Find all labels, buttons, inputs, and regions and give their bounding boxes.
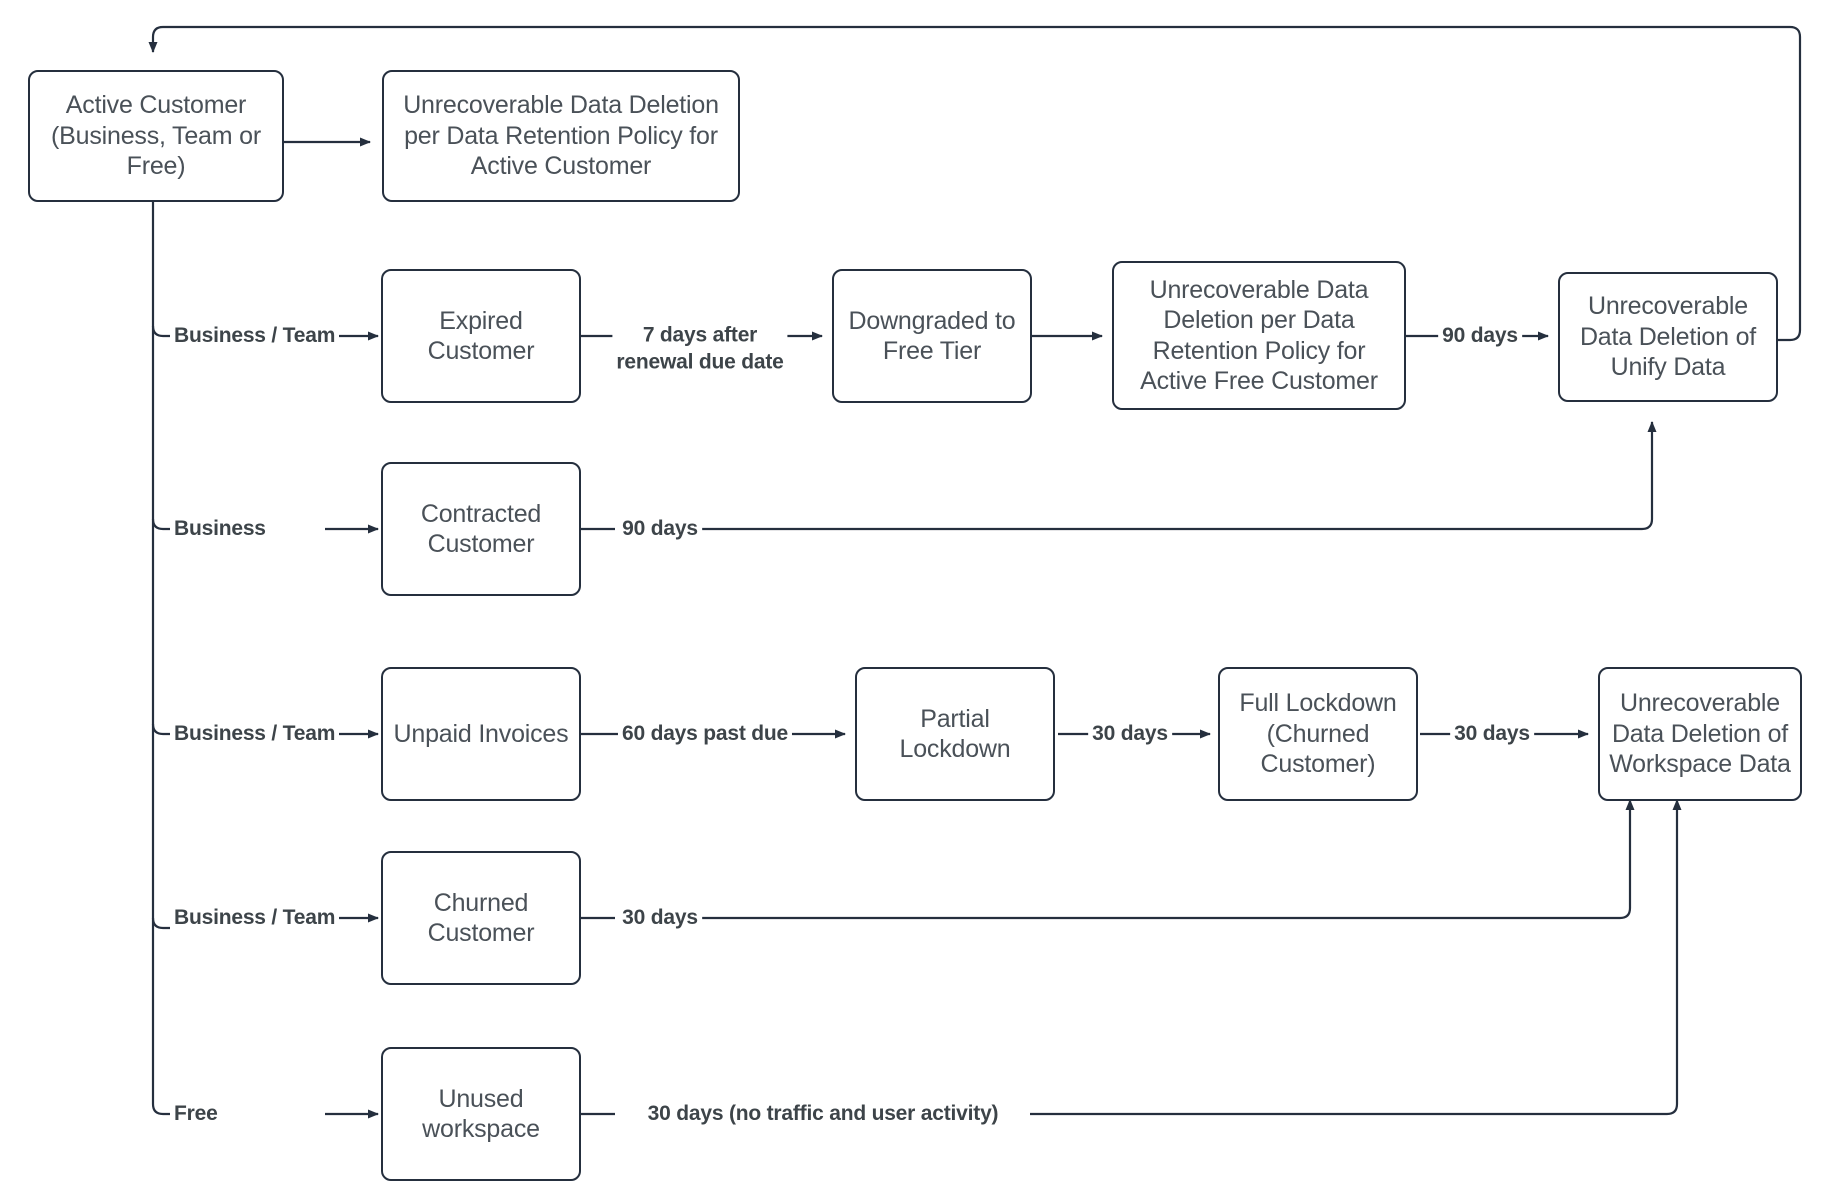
edge-churned-to-workspace [700, 799, 1635, 920]
node-label: Unrecoverable Data Deletion per Data Ret… [1140, 275, 1378, 396]
edge-label-business-contracted: Business [170, 517, 270, 541]
edge-label-text: 7 days after renewal due date [616, 323, 784, 374]
edge-label-text: 30 days [1092, 722, 1168, 745]
node-label: Downgraded to Free Tier [848, 306, 1016, 366]
node-label: Unrecoverable Data Deletion of Unify Dat… [1579, 292, 1757, 382]
edge-label-text: 30 days [622, 906, 698, 929]
edge-label-free-unused: Free [170, 1102, 222, 1126]
node-churned-customer[interactable]: Churned Customer [381, 851, 581, 985]
node-expired-customer[interactable]: Expired Customer [381, 269, 581, 403]
edge-label-text: 60 days past due [621, 722, 789, 745]
edge-label-text: 90 days [1442, 324, 1518, 347]
edge-label-90-days-unify: 90 days [1438, 324, 1522, 348]
node-contracted-customer[interactable]: Contracted Customer [381, 462, 581, 596]
edge-label-business-team-expired: Business / Team [170, 324, 340, 348]
edge-label-30-days-partial: 30 days [1088, 722, 1172, 746]
node-label: Unpaid Invoices [393, 719, 569, 748]
node-unrecoverable-unify-data[interactable]: Unrecoverable Data Deletion of Unify Dat… [1558, 272, 1778, 402]
node-unrecoverable-workspace-data[interactable]: Unrecoverable Data Deletion of Workspace… [1598, 667, 1802, 801]
edge-label-text: Business / Team [174, 906, 336, 929]
node-downgraded-to-free-tier[interactable]: Downgraded to Free Tier [832, 269, 1032, 403]
edge-label-30-days-churned: 30 days [618, 906, 702, 930]
edge-label-text: Business / Team [174, 722, 336, 745]
node-label: Partial Lockdown [899, 704, 1011, 764]
edge-label-text: 30 days [1454, 722, 1530, 745]
edge-label-90-days-contracted: 90 days [618, 517, 702, 541]
edge-label-text: 30 days (no traffic and user activity) [647, 1102, 999, 1125]
edge-label-60-days-past-due: 60 days past due [617, 722, 793, 746]
edge-label-30-days-no-traffic: 30 days (no traffic and user activity) [643, 1102, 1003, 1126]
edge-unused-to-workspace [1030, 799, 1682, 1116]
node-partial-lockdown[interactable]: Partial Lockdown [855, 667, 1055, 801]
edge-label-business-team-churned: Business / Team [170, 906, 340, 930]
node-unrecoverable-free-customer[interactable]: Unrecoverable Data Deletion per Data Ret… [1112, 261, 1406, 410]
edge-contracted-to-unify [700, 421, 1657, 531]
node-label: Contracted Customer [420, 499, 542, 559]
node-label: Active Customer (Business, Team or Free) [51, 91, 261, 181]
node-label: Unrecoverable Data Deletion of Workspace… [1609, 689, 1791, 779]
node-label: Full Lockdown (Churned Customer) [1239, 689, 1397, 779]
node-label: Churned Customer [427, 888, 535, 948]
node-label: Unused workspace [422, 1084, 540, 1144]
node-active-customer[interactable]: Active Customer (Business, Team or Free) [28, 70, 284, 202]
node-label: Expired Customer [427, 306, 535, 366]
node-full-lockdown-churned[interactable]: Full Lockdown (Churned Customer) [1218, 667, 1418, 801]
edge-label-text: Business [174, 517, 266, 540]
edge-label-text: Free [174, 1102, 218, 1125]
node-unrecoverable-active-customer[interactable]: Unrecoverable Data Deletion per Data Ret… [382, 70, 740, 202]
edge-label-7-days-after-renewal: 7 days after renewal due date [612, 296, 788, 376]
edge-label-business-team-unpaid: Business / Team [170, 722, 340, 746]
node-unpaid-invoices[interactable]: Unpaid Invoices [381, 667, 581, 801]
edge-label-30-days-full: 30 days [1450, 722, 1534, 746]
edge-label-text: 90 days [622, 517, 698, 540]
node-unused-workspace[interactable]: Unused workspace [381, 1047, 581, 1181]
edge-label-text: Business / Team [174, 324, 336, 347]
node-label: Unrecoverable Data Deletion per Data Ret… [403, 91, 719, 181]
